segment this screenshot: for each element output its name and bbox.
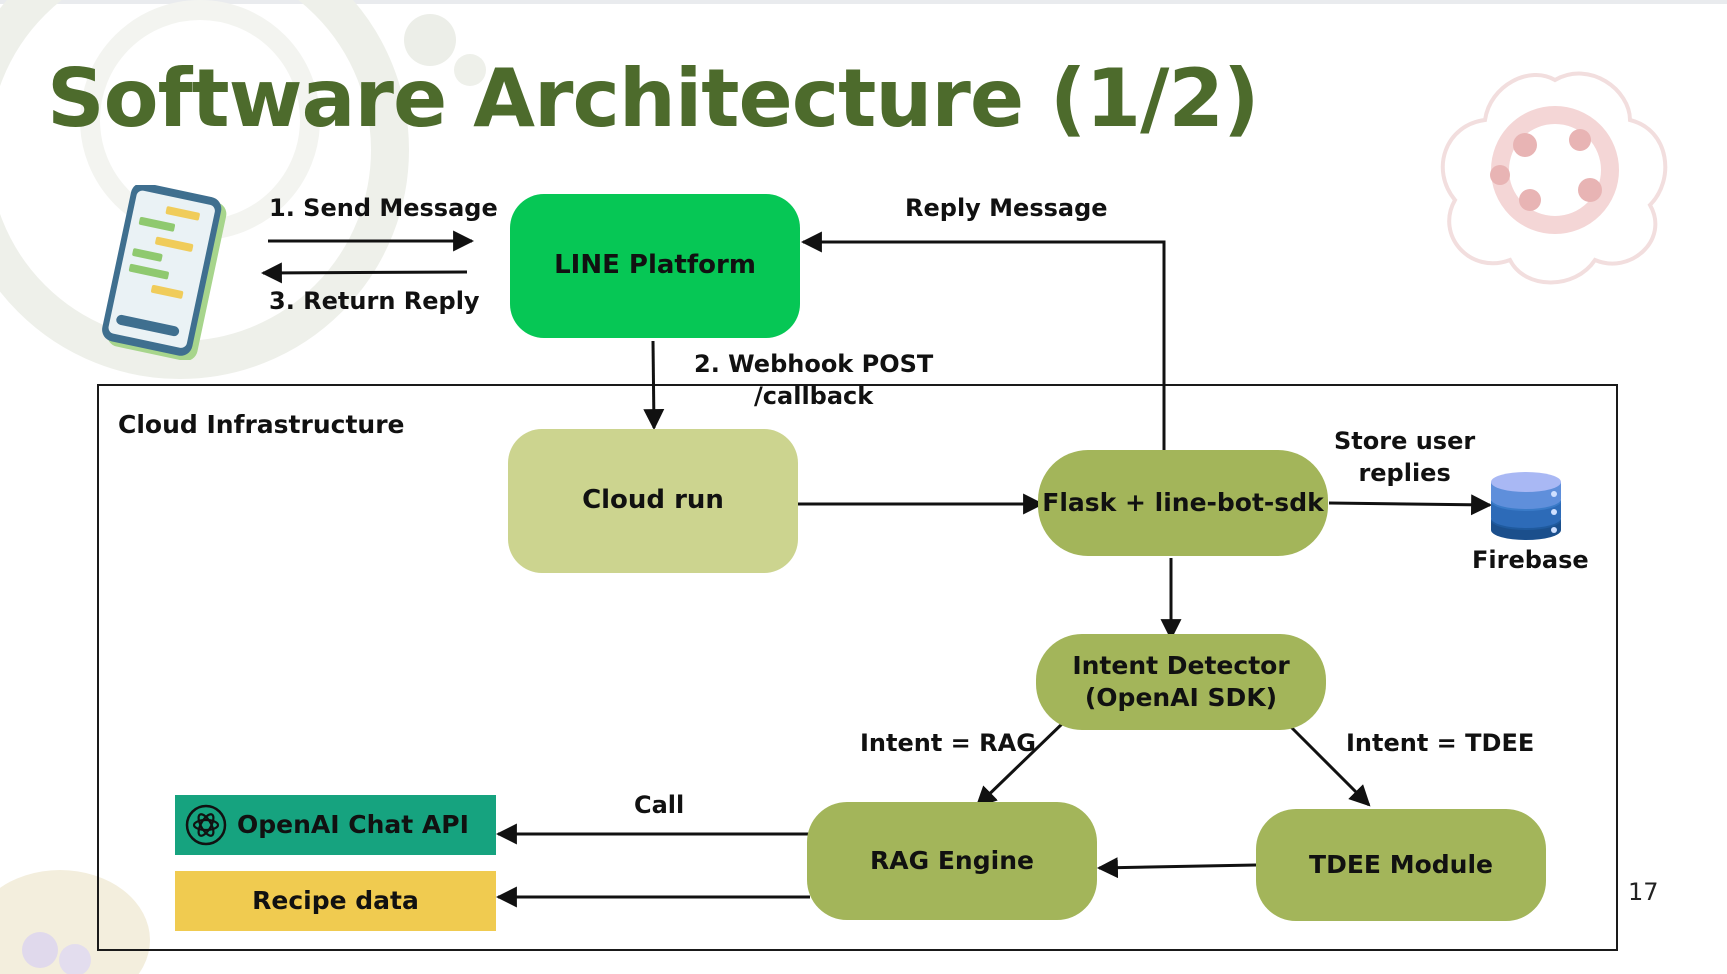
cloud-infrastructure-boundary (97, 384, 1618, 951)
openai-logo-icon (185, 804, 227, 846)
store-replies-label: Store user replies (1334, 425, 1475, 490)
tdee-module-node: TDEE Module (1256, 809, 1546, 921)
rag-engine-node: RAG Engine (807, 802, 1097, 920)
call-label: Call (634, 791, 685, 819)
flask-node: Flask + line-bot-sdk (1038, 450, 1328, 556)
intent-detector-node: Intent Detector (OpenAI SDK) (1036, 634, 1326, 730)
intent-tdee-label: Intent = TDEE (1346, 729, 1535, 757)
intent-detector-subtitle: (OpenAI SDK) (1084, 683, 1278, 712)
top-border (0, 0, 1727, 4)
openai-chat-api-node: OpenAI Chat API (175, 795, 496, 855)
cloud-infrastructure-label: Cloud Infrastructure (118, 410, 405, 439)
recipe-data-node: Recipe data (175, 871, 496, 931)
slide-number: 17 (1628, 878, 1659, 906)
store-replies-line2: replies (1358, 459, 1451, 488)
page-title: Software Architecture (1/2) (47, 52, 1260, 145)
arrow-flask-to-firebase (1328, 494, 1493, 516)
openai-chat-api-label: OpenAI Chat API (237, 809, 469, 839)
reply-message-label: Reply Message (905, 194, 1108, 222)
firebase-label: Firebase (1472, 546, 1589, 574)
webhook-label-line1: 2. Webhook POST (694, 350, 934, 378)
intent-rag-label: Intent = RAG (860, 729, 1036, 757)
smartphone-chat-icon (102, 185, 227, 360)
line-platform-node: LINE Platform (510, 194, 800, 338)
store-replies-line1: Store user (1334, 427, 1476, 455)
arrow-intent-to-rag (975, 720, 1066, 808)
arrow-intent-to-tdee (1287, 723, 1371, 807)
arrow-tdee-to-rag (1096, 857, 1257, 879)
decorative-food-illustration-bottom (0, 870, 150, 974)
webhook-label-line2: /callback (754, 382, 874, 411)
cloud-run-node: Cloud run (508, 429, 798, 573)
arrow-reply-message (800, 231, 1166, 450)
send-message-label: 1. Send Message (269, 194, 498, 222)
decorative-food-illustration-right (1440, 71, 1668, 285)
arrow-return-reply (260, 262, 468, 284)
database-icon (1491, 472, 1561, 540)
webhook-label: 2. Webhook POST /callback (694, 348, 933, 413)
arrow-webhook (643, 340, 665, 431)
return-reply-label: 3. Return Reply (269, 287, 480, 315)
intent-detector-title: Intent Detector (1072, 650, 1290, 680)
